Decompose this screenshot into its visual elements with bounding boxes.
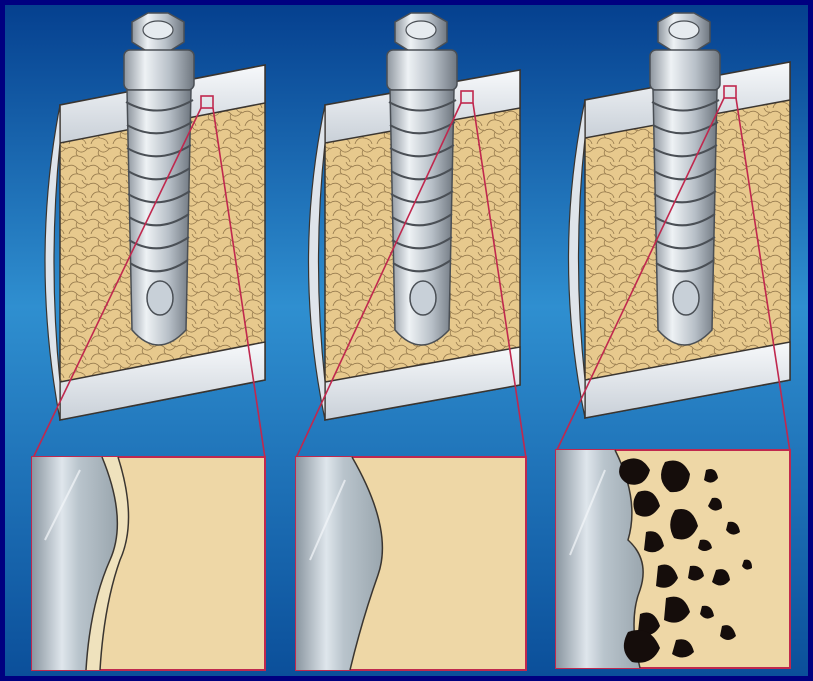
detail-view-1 [32,457,265,670]
detail-view-3 [556,450,790,668]
panel-2 [296,13,526,670]
implant-screw-1 [124,13,194,345]
panel-1 [32,13,265,670]
panel-3 [556,13,790,668]
detail-view-2 [296,457,526,670]
implant-screw-2 [387,13,457,345]
